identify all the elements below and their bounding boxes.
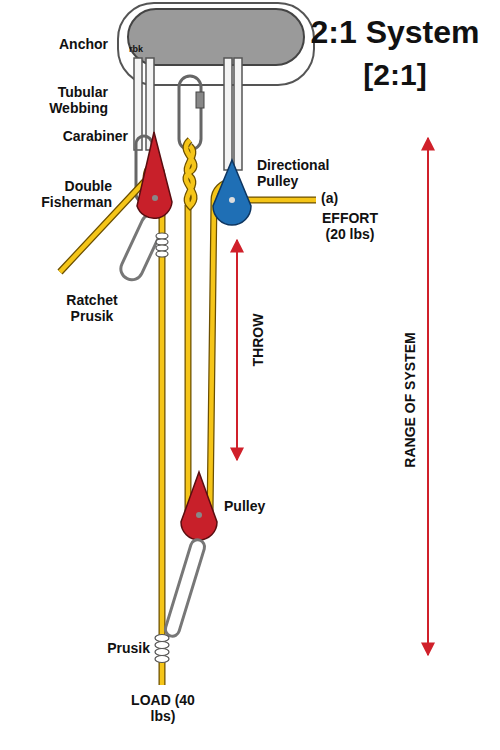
ratchet-prusik bbox=[156, 233, 168, 257]
directional-pulley bbox=[213, 160, 251, 225]
rope bbox=[188, 182, 232, 526]
diagram-title: 2:1 System bbox=[311, 14, 480, 51]
dimension-label: THROW bbox=[250, 314, 266, 367]
anchor bbox=[128, 9, 304, 65]
webbing bbox=[234, 58, 242, 170]
ratio-label: [2:1] bbox=[363, 58, 426, 93]
force-label: EFFORT (20 lbs) bbox=[316, 210, 384, 242]
part-label: Pulley bbox=[224, 498, 265, 514]
webbing bbox=[224, 58, 232, 170]
carabiner bbox=[164, 538, 207, 638]
axle bbox=[196, 512, 202, 518]
ratchet-pulley bbox=[137, 132, 172, 218]
rope bbox=[240, 197, 316, 204]
dimension-label: RANGE OF SYSTEM bbox=[402, 332, 418, 467]
figure-eight-knot bbox=[186, 140, 194, 206]
rope bbox=[188, 182, 232, 526]
throw-arrow bbox=[236, 240, 238, 460]
prusik bbox=[155, 635, 169, 663]
axle bbox=[229, 197, 235, 203]
rope bbox=[60, 166, 162, 685]
part-label: Carabiner bbox=[63, 128, 128, 144]
carabiner bbox=[179, 76, 201, 150]
callout-letter: (a) bbox=[321, 190, 338, 206]
range-arrow bbox=[427, 138, 429, 655]
part-label: Double Fisherman bbox=[34, 178, 112, 210]
part-label: Tubular Webbing bbox=[36, 84, 108, 116]
force-label: LOAD (40 lbs) bbox=[131, 692, 195, 724]
part-label: Ratchet Prusik bbox=[57, 292, 127, 324]
part-label: Directional Pulley bbox=[257, 157, 337, 189]
part-label: Anchor bbox=[59, 36, 108, 52]
rope bbox=[240, 198, 316, 203]
figure-eight-knot bbox=[186, 140, 194, 206]
part-label: Prusik bbox=[107, 640, 150, 656]
rope bbox=[60, 166, 162, 685]
axle bbox=[152, 195, 158, 201]
screw-gate bbox=[196, 92, 204, 108]
part-label: rbk bbox=[129, 44, 143, 54]
pulley bbox=[181, 472, 217, 540]
